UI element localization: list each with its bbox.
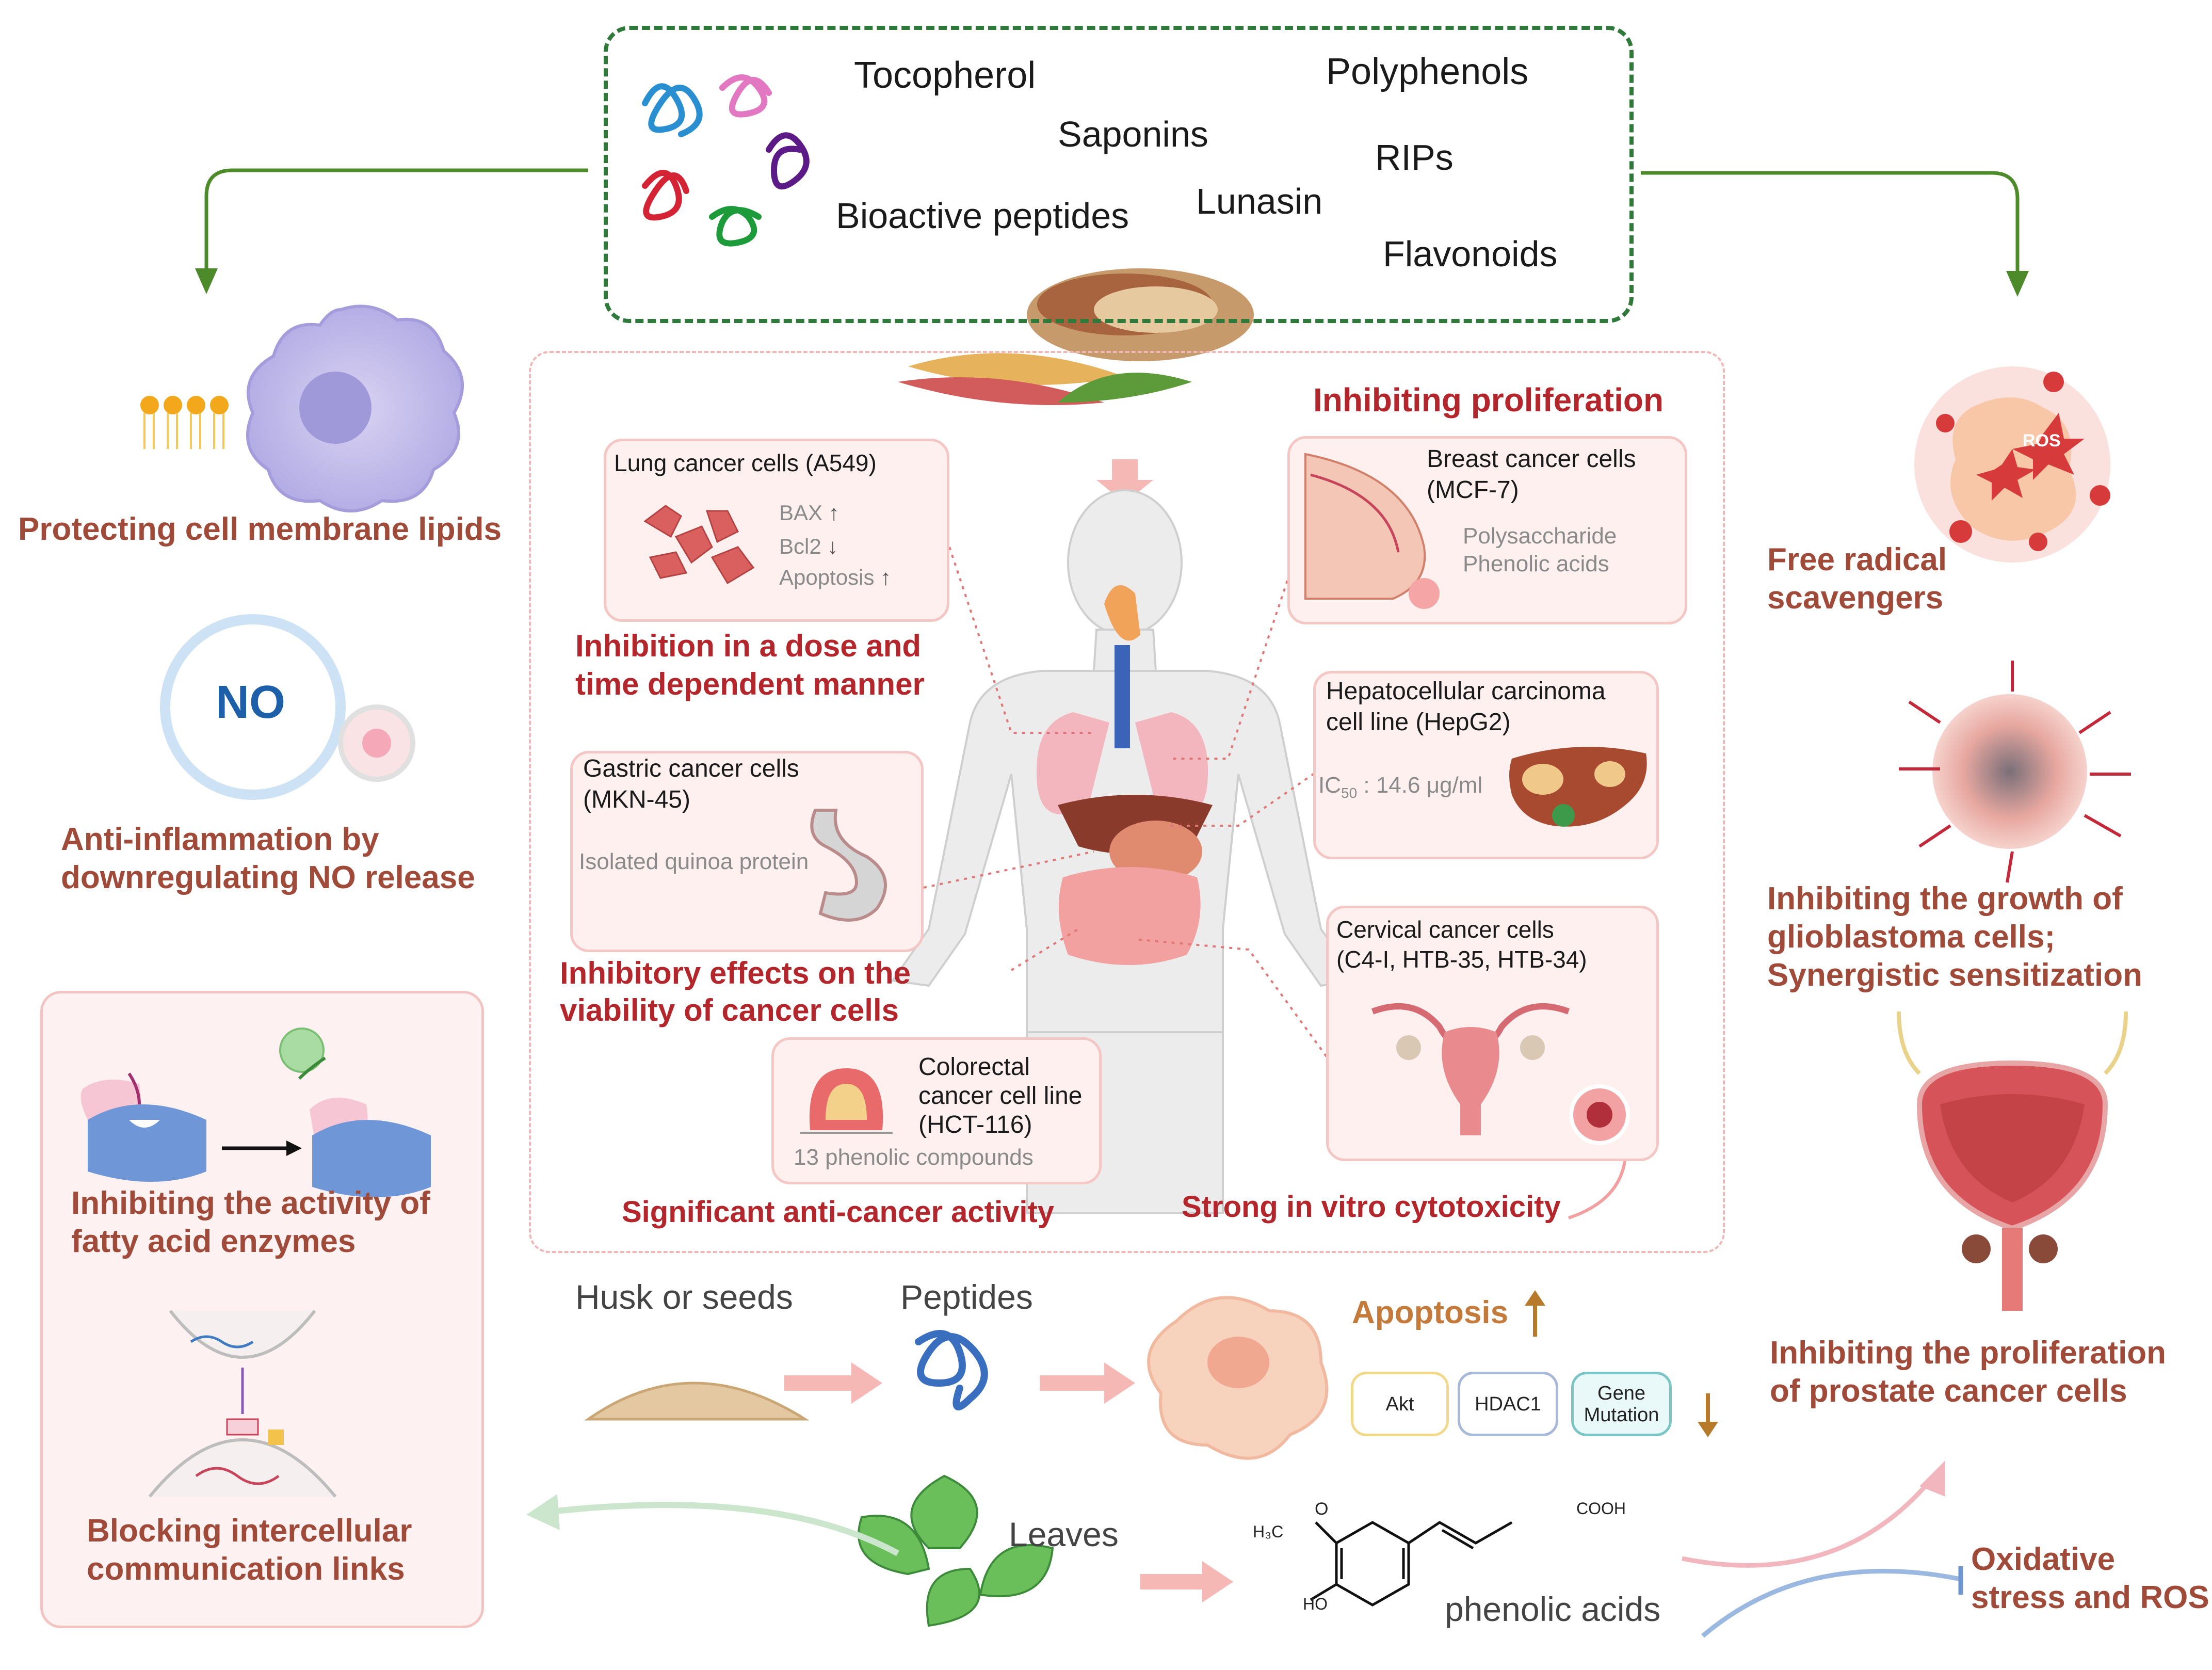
pink-down-arrow: [1096, 459, 1153, 503]
pink-arrow-3: [1140, 1561, 1233, 1602]
arrow-up-brown: [1525, 1290, 1545, 1337]
akt-badge: Akt: [1351, 1372, 1449, 1436]
stomach-graphic: [805, 805, 924, 929]
leaf-graphic: [858, 1474, 1054, 1627]
liver-ic50: IC50 : 14.6 μg/ml: [1318, 773, 1483, 801]
lung-cells-graphic: [629, 490, 764, 593]
colorectal-graphic: [800, 1058, 893, 1135]
prostate-graphic: [1897, 1011, 2128, 1311]
lung-bax: BAX ↑: [779, 501, 839, 525]
pink-curve-head: [1919, 1460, 1945, 1497]
lipid-molecules: [140, 396, 229, 449]
chem-h3c-label: H₃C: [1253, 1522, 1284, 1541]
lung-title: Lung cancer cells (A549): [614, 449, 877, 476]
pink-arrow-1: [784, 1362, 882, 1404]
phenolic-acids-label: phenolic acids: [1445, 1590, 1661, 1628]
compound-polyphenols: Polyphenols: [1326, 51, 1529, 92]
compound-saponins: Saponins: [1058, 114, 1208, 154]
lung-apoptosis: Apoptosis ↑: [779, 565, 892, 589]
chem-ho-label: HO: [1303, 1595, 1328, 1613]
enzyme-graphics: [80, 1027, 431, 1197]
phenolic-structure: [1310, 1521, 1513, 1607]
green-arrow-right: [1641, 171, 2020, 276]
compound-bioactive-peptides: Bioactive peptides: [836, 196, 1129, 236]
compound-lunasin: Lunasin: [1196, 181, 1323, 221]
leaves-label: Leaves: [1009, 1515, 1119, 1553]
apoptosis-label: Apoptosis: [1352, 1295, 1509, 1330]
compound-tocopherol: Tocopherol: [854, 55, 1036, 96]
anti-cancer-box: [529, 351, 1725, 1253]
connector-dots: [923, 547, 1332, 1064]
lung-bcl2: Bcl2 ↓: [779, 534, 838, 558]
cervical-title: Cervical cancer cells(C4-I, HTB-35, HTB-…: [1336, 916, 1587, 973]
green-arrow-left: [204, 168, 588, 274]
glioblastoma-tumor: [1899, 661, 2131, 883]
colorectal-caption: Significant anti-cancer activity: [622, 1195, 1055, 1229]
hdac1-badge: HDAC1: [1458, 1372, 1558, 1436]
breast-graphic: [1295, 444, 1450, 614]
arrow-down-brown: [1698, 1393, 1718, 1437]
uterus-graphic: [1362, 991, 1641, 1146]
compound-rips: RIPs: [1375, 137, 1454, 178]
liver-graphic: [1507, 738, 1651, 841]
organs: [1036, 585, 1213, 965]
pink-arrow-2: [1040, 1362, 1135, 1404]
husk-pile: [584, 1382, 810, 1421]
compounds-box: [604, 26, 1634, 323]
peptides-label: Peptides: [900, 1278, 1033, 1316]
compound-flavonoids: Flavonoids: [1383, 234, 1558, 274]
faded-arrow-left: [526, 1494, 899, 1556]
membrane-label: Protecting cell membrane lipids: [18, 511, 502, 547]
breast-title: Breast cancer cells(MCF-7): [1427, 445, 1636, 504]
peptide-squiggles: [642, 74, 810, 247]
gap-junction-graphic: [148, 1310, 337, 1498]
ros-label: ROS: [2023, 431, 2061, 451]
husk-label: Husk or seeds: [575, 1278, 793, 1316]
blue-peptide: [915, 1330, 988, 1410]
gastric-detail: Isolated quinoa protein: [579, 849, 809, 874]
chem-cooh-label: COOH: [1576, 1499, 1626, 1518]
gastric-card: [570, 751, 924, 952]
chem-o-label: O: [1315, 1499, 1329, 1519]
no-bubble: [160, 614, 415, 800]
ros-cell: [1914, 366, 2110, 563]
colorectal-detail: 13 phenolic compounds: [794, 1145, 1034, 1170]
apoptotic-cell: [1147, 1296, 1329, 1460]
no-label: NO: [216, 677, 285, 728]
green-arrowhead-right: [2006, 271, 2029, 297]
purple-cell: [246, 304, 464, 512]
inhibiting-proliferation-title: Inhibiting proliferation: [1313, 381, 1664, 419]
gastric-title: Gastric cancer cells(MKN-45): [583, 755, 799, 813]
green-arrowhead-left: [195, 268, 218, 294]
cervical-caption: Strong in vitro cytotoxicity: [1182, 1190, 1561, 1224]
trend-curves: [1682, 1480, 1961, 1638]
